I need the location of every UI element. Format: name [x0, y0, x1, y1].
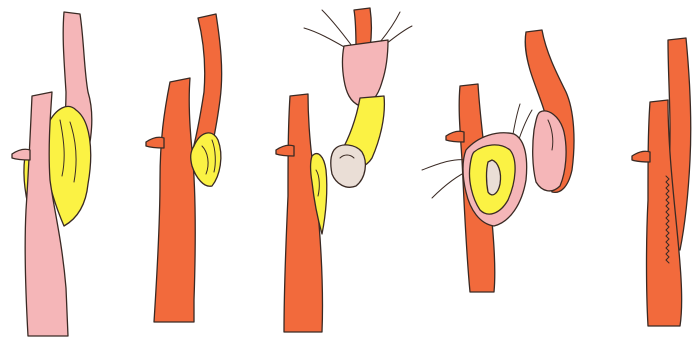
panel-5-reanastomosis: [632, 38, 691, 326]
panel-1-side-branch: [12, 149, 30, 160]
panel-3-suture-left: [304, 28, 346, 48]
panel-2-incision: [146, 14, 222, 322]
panel-2-side-branch: [146, 137, 164, 148]
panel-3-suture-left-2: [322, 10, 352, 46]
panel-3-eversion: [276, 8, 412, 332]
panel-3-suture-right: [380, 12, 400, 42]
panel-5-side-branch: [632, 151, 650, 162]
panel-4-suture-1: [422, 160, 468, 170]
panel-4-side-branch: [446, 131, 464, 142]
panel-1-exposed-artery: [12, 12, 92, 336]
panel-3-side-branch: [276, 145, 294, 156]
panel-2-common-trunk: [154, 78, 195, 322]
panel-4-plaque-removal: [422, 30, 574, 292]
panel-3-core-end: [331, 145, 366, 187]
